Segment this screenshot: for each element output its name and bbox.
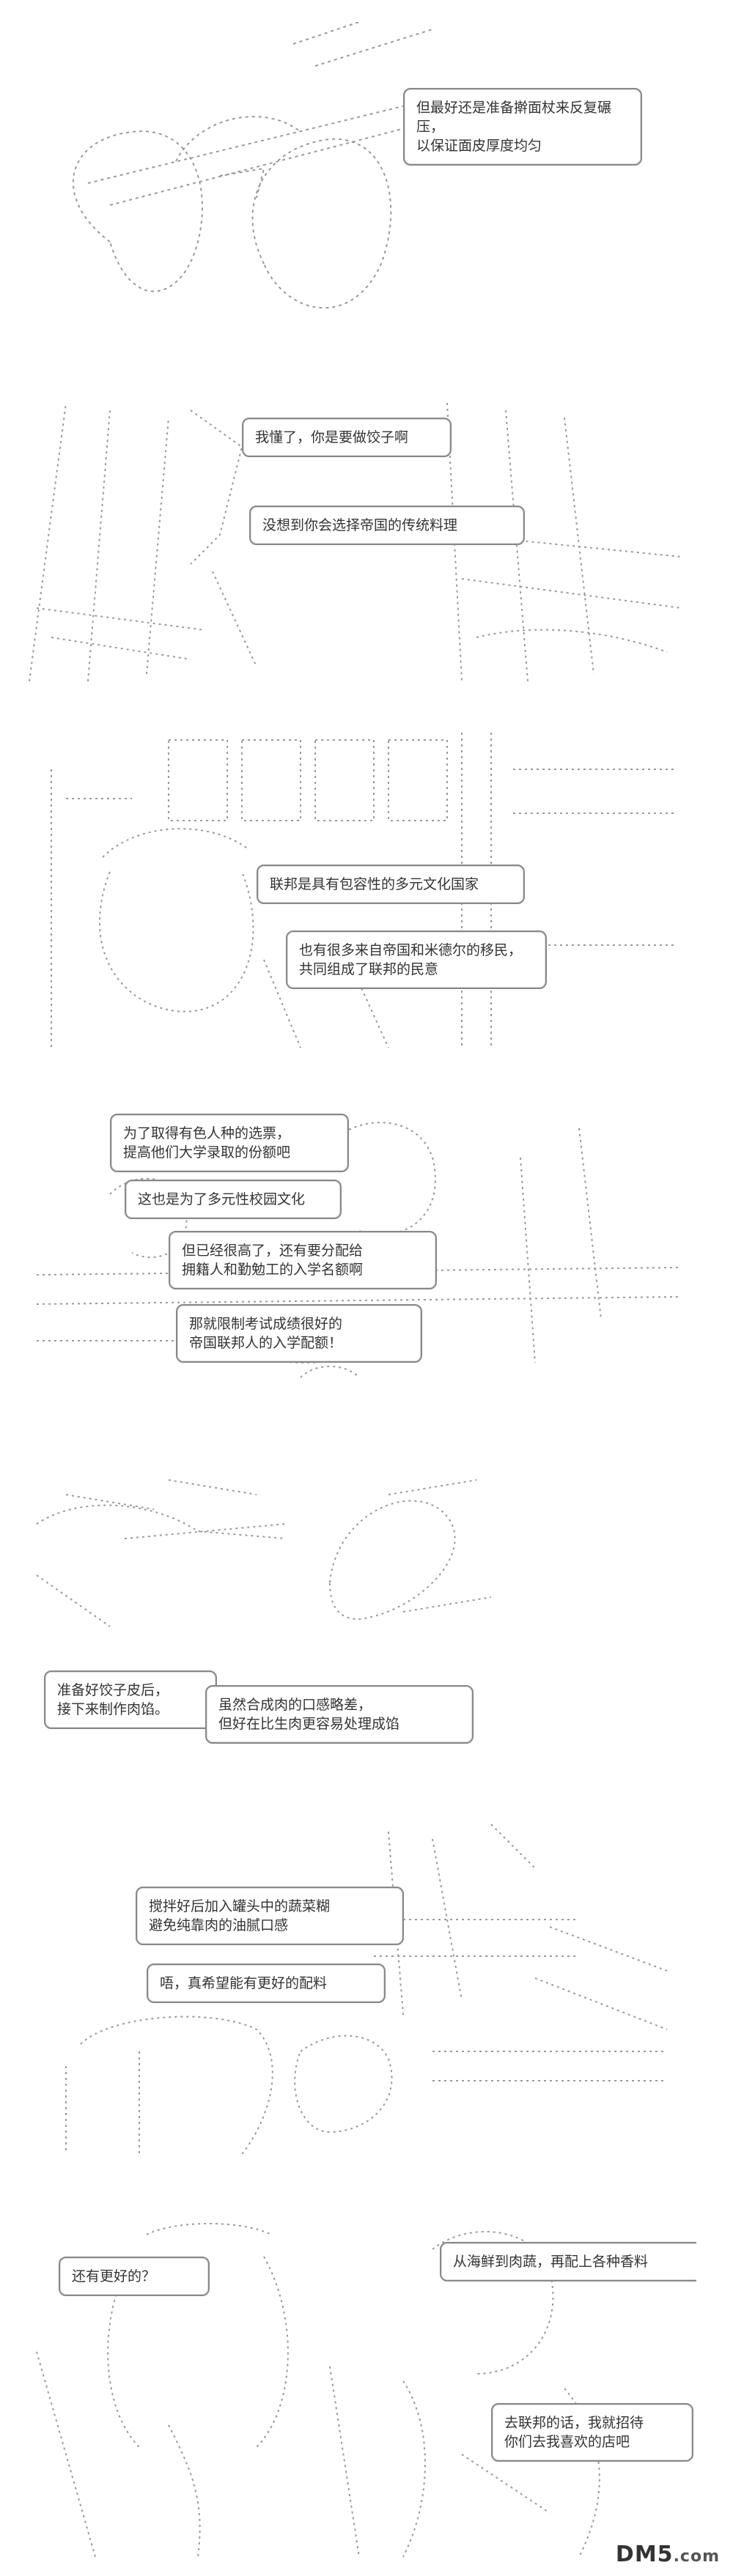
speech-bubble: 但最好还是准备擀面杖来反复碾压， 以保证面皮厚度均匀 [403, 88, 642, 166]
panel-4: 为了取得有色人种的选票， 提高他们大学录取的份额吧 这也是为了多元性校园文化 但… [22, 1099, 696, 1407]
speech-bubble: 从海鲜到肉蔬，再配上各种香料 [440, 2242, 696, 2281]
speech-bubble: 准备好饺子皮后， 接下来制作肉馅。 [44, 1670, 217, 1729]
site-watermark-logo: DM5.com [615, 2542, 720, 2567]
speech-bubble: 为了取得有色人种的选票， 提高他们大学录取的份额吧 [110, 1114, 349, 1172]
panel-6: 搅拌好后加入罐头中的蔬菜糊 避免纯靠肉的油腻口感 唔，真希望能有更好的配料 [22, 1810, 696, 2161]
ascii-art-drawing [65, 1824, 668, 2155]
speech-bubble: 我懂了，你是要做饺子啊 [242, 418, 452, 457]
speech-bubble: 唔，真希望能有更好的配料 [147, 1964, 386, 2003]
panel-3: 联邦是具有包容性的多元文化国家 也有很多来自帝国和米德尔的移民， 共同组成了联邦… [22, 725, 696, 1055]
speech-bubble: 那就限制考试成绩很好的 帝国联邦人的入学配额！ [176, 1304, 422, 1363]
speech-bubble: 还有更好的？ [59, 2257, 210, 2296]
ascii-art-drawing [36, 1479, 492, 1627]
panel-2: 我懂了，你是要做饺子啊 没想到你会选择帝国的传统料理 [22, 388, 696, 689]
ascii-art-drawing [72, 22, 448, 309]
panel-5: 准备好饺子皮后， 接下来制作肉馅。 虽然合成肉的口感略差， 但好在比生肉更容易处… [22, 1451, 696, 1766]
panel-7: 还有更好的？ 从海鲜到肉蔬，再配上各种香料 去联邦的话，我就招待 你们去我喜欢的… [22, 2205, 696, 2564]
speech-bubble: 但已经很高了，还有要分配给 拥籍人和勤勉工的入学名额啊 [169, 1231, 437, 1289]
ascii-art-drawing [51, 733, 674, 1048]
speech-bubble: 没想到你会选择帝国的传统料理 [249, 506, 525, 545]
speech-bubble: 去联邦的话，我就招待 你们去我喜欢的店吧 [491, 2403, 693, 2462]
panel-1: 但最好还是准备擀面杖来反复碾压， 以保证面皮厚度均匀 [22, 22, 696, 359]
speech-bubble: 联邦是具有包容性的多元文化国家 [257, 865, 525, 904]
speech-bubble: 虽然合成肉的口感略差， 但好在比生肉更容易处理成馅 [205, 1685, 474, 1744]
speech-bubble: 这也是为了多元性校园文化 [125, 1180, 342, 1219]
speech-bubble: 搅拌好后加入罐头中的蔬菜糊 避免纯靠肉的油腻口感 [136, 1887, 404, 1945]
speech-bubble: 也有很多来自帝国和米德尔的移民， 共同组成了联邦的民意 [286, 930, 547, 989]
